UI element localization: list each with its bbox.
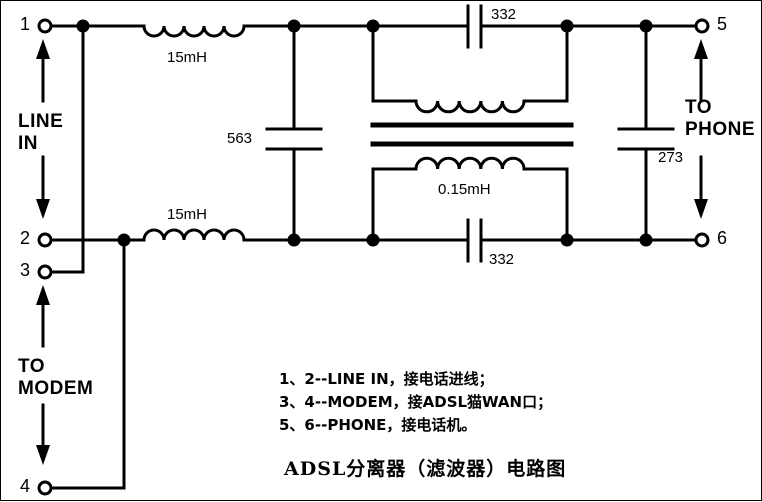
- terminal-label-6: 6: [717, 228, 728, 248]
- inductor-top-value: 15mH: [167, 49, 208, 66]
- cap-563-value: 563: [227, 130, 253, 147]
- terminal-label-3: 3: [20, 260, 31, 280]
- cap-332-top-value: 332: [491, 6, 517, 23]
- cap-332-bottom-symbol: [466, 218, 483, 263]
- port-label-to-modem: TO MODEM: [18, 356, 94, 399]
- legend-line-1: 1、2--LINE IN，接电话进线；: [279, 370, 494, 388]
- terminal-circles: [37, 18, 710, 496]
- cap-332-bottom-value: 332: [489, 251, 515, 268]
- port-label-line-in: LINE IN: [18, 111, 64, 154]
- wire-left-bus-line: [51, 24, 85, 274]
- terminal-label-2: 2: [20, 228, 31, 248]
- inductor-bottom-value: 15mH: [167, 206, 208, 223]
- wire-left-bus-modem: [51, 238, 126, 490]
- cap-563-branch: [265, 24, 323, 242]
- junction-dots: [76, 19, 653, 247]
- cap-273-branch: [617, 24, 675, 242]
- transformer-primary-wiring: [371, 24, 569, 114]
- arrow-heads: [36, 39, 708, 465]
- terminal-label-4: 4: [20, 476, 31, 496]
- cap-273-value: 273: [658, 149, 684, 166]
- port-label-to-phone: TO PHONE: [685, 97, 756, 140]
- legend-line-2: 3、4--MODEM，接ADSL猫WAN口；: [279, 393, 553, 411]
- transformer-core-lines: [370, 122, 574, 147]
- cap-332-top-symbol: [466, 4, 483, 49]
- transformer-value: 0.15mH: [438, 181, 491, 198]
- terminal-label-1: 1: [20, 14, 31, 34]
- diagram-title: ADSL分离器（滤波器）电路图: [284, 458, 567, 480]
- transformer-secondary-wiring: [371, 156, 569, 242]
- inductor-top-symbol: [142, 24, 246, 38]
- legend-line-3: 5、6--PHONE，接电话机。: [279, 416, 477, 434]
- inductor-bottom-symbol: [142, 228, 246, 242]
- terminal-label-5: 5: [717, 14, 728, 34]
